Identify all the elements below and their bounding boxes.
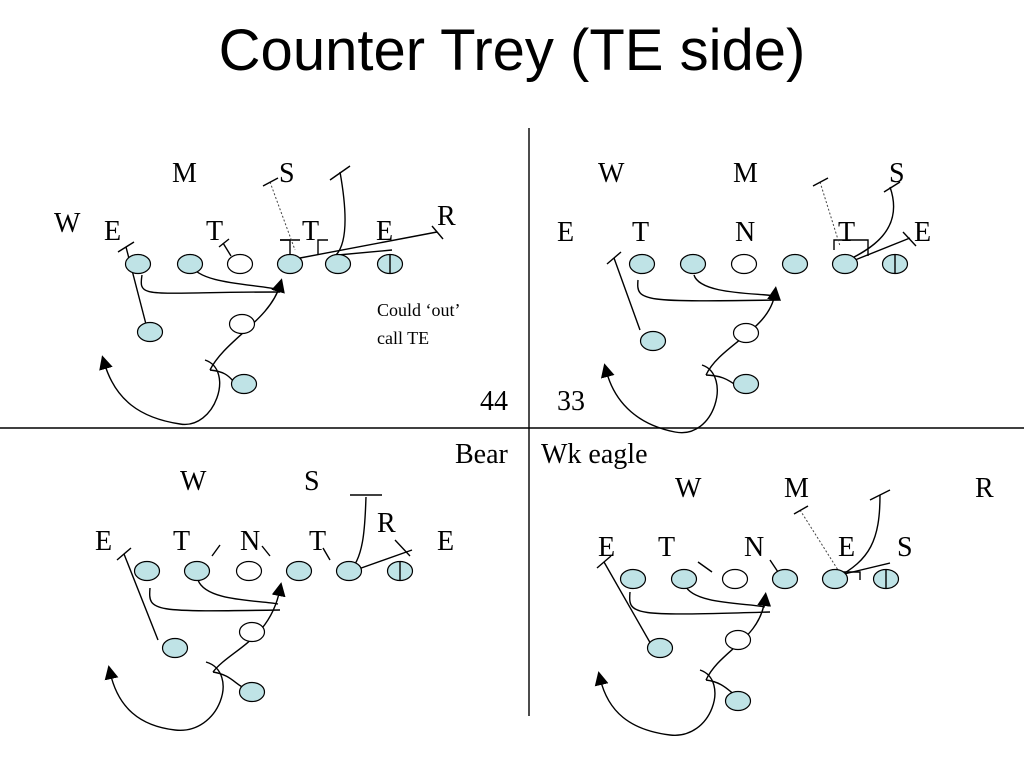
def-label-e: E xyxy=(914,217,931,248)
def-label-t: T xyxy=(173,526,190,557)
player-circle xyxy=(133,560,161,582)
back-circle xyxy=(724,690,752,712)
back-circle xyxy=(732,373,760,395)
back-circle xyxy=(230,373,258,395)
def-label-w: W xyxy=(54,208,81,239)
def-label-r: R xyxy=(437,201,456,232)
def-label-e: E xyxy=(437,526,454,557)
back-circle xyxy=(136,321,164,343)
def-label-t: T xyxy=(309,526,326,557)
qb-circle xyxy=(238,621,266,643)
center-circle xyxy=(235,560,263,582)
player-circle xyxy=(335,560,363,582)
def-label-n: N xyxy=(735,217,755,248)
def-label-e: E xyxy=(598,532,615,563)
player-circle xyxy=(285,560,313,582)
def-label-t: T xyxy=(206,216,223,247)
def-label-t: T xyxy=(838,217,855,248)
def-label-t: T xyxy=(302,216,319,247)
def-label-e: E xyxy=(95,526,112,557)
def-label-w: W xyxy=(180,466,207,497)
def-label-s: S xyxy=(304,466,320,497)
def-label-w: W xyxy=(675,473,702,504)
label-33: 33 xyxy=(557,386,585,417)
back-circle xyxy=(646,637,674,659)
def-label-m: M xyxy=(784,473,809,504)
diagram-44: E T T E W M S R xyxy=(54,158,461,425)
player-circle xyxy=(628,253,656,275)
player-circle xyxy=(781,253,809,275)
def-label-n: N xyxy=(744,532,764,563)
diagram-33: E T N T E W M S xyxy=(557,158,931,434)
def-label-n: N xyxy=(240,526,260,557)
def-label-t: T xyxy=(632,217,649,248)
diagram-wk-eagle: E T N E S W M R xyxy=(594,473,994,736)
qb-circle xyxy=(732,322,760,344)
def-label-m: M xyxy=(733,158,758,189)
player-circle xyxy=(831,253,859,275)
player-circle xyxy=(324,253,352,275)
center-circle xyxy=(721,568,749,590)
label-44: 44 xyxy=(480,386,508,417)
player-circle xyxy=(619,568,647,590)
player-circle xyxy=(183,560,211,582)
def-label-s: S xyxy=(279,158,295,189)
note-line-2: call TE xyxy=(377,328,429,348)
def-label-r: R xyxy=(975,473,994,504)
player-circle xyxy=(821,568,849,590)
def-label-m: M xyxy=(172,158,197,189)
qb-circle xyxy=(724,629,752,651)
def-label-t: T xyxy=(658,532,675,563)
back-circle xyxy=(238,681,266,703)
qb-circle xyxy=(228,313,256,335)
note-line-1: Could ‘out’ xyxy=(377,300,461,320)
slide-title: Counter Trey (TE side) xyxy=(218,18,806,83)
def-label-s: S xyxy=(897,532,913,563)
center-circle xyxy=(730,253,758,275)
def-label-e: E xyxy=(376,216,393,247)
player-circle xyxy=(670,568,698,590)
player-circle xyxy=(176,253,204,275)
def-label-e: E xyxy=(557,217,574,248)
player-circle xyxy=(124,253,152,275)
player-circle xyxy=(276,253,304,275)
label-bear: Bear xyxy=(455,439,509,470)
center-circle xyxy=(226,253,254,275)
diagram-bear: E T N T E W S R xyxy=(95,466,454,731)
def-label-s: S xyxy=(889,158,905,189)
def-label-e: E xyxy=(838,532,855,563)
back-circle xyxy=(161,637,189,659)
def-label-r: R xyxy=(377,508,396,539)
label-wk-eagle: Wk eagle xyxy=(541,439,648,470)
def-label-e: E xyxy=(104,216,121,247)
def-label-w: W xyxy=(598,158,625,189)
back-circle xyxy=(639,330,667,352)
player-circle xyxy=(679,253,707,275)
player-circle xyxy=(771,568,799,590)
